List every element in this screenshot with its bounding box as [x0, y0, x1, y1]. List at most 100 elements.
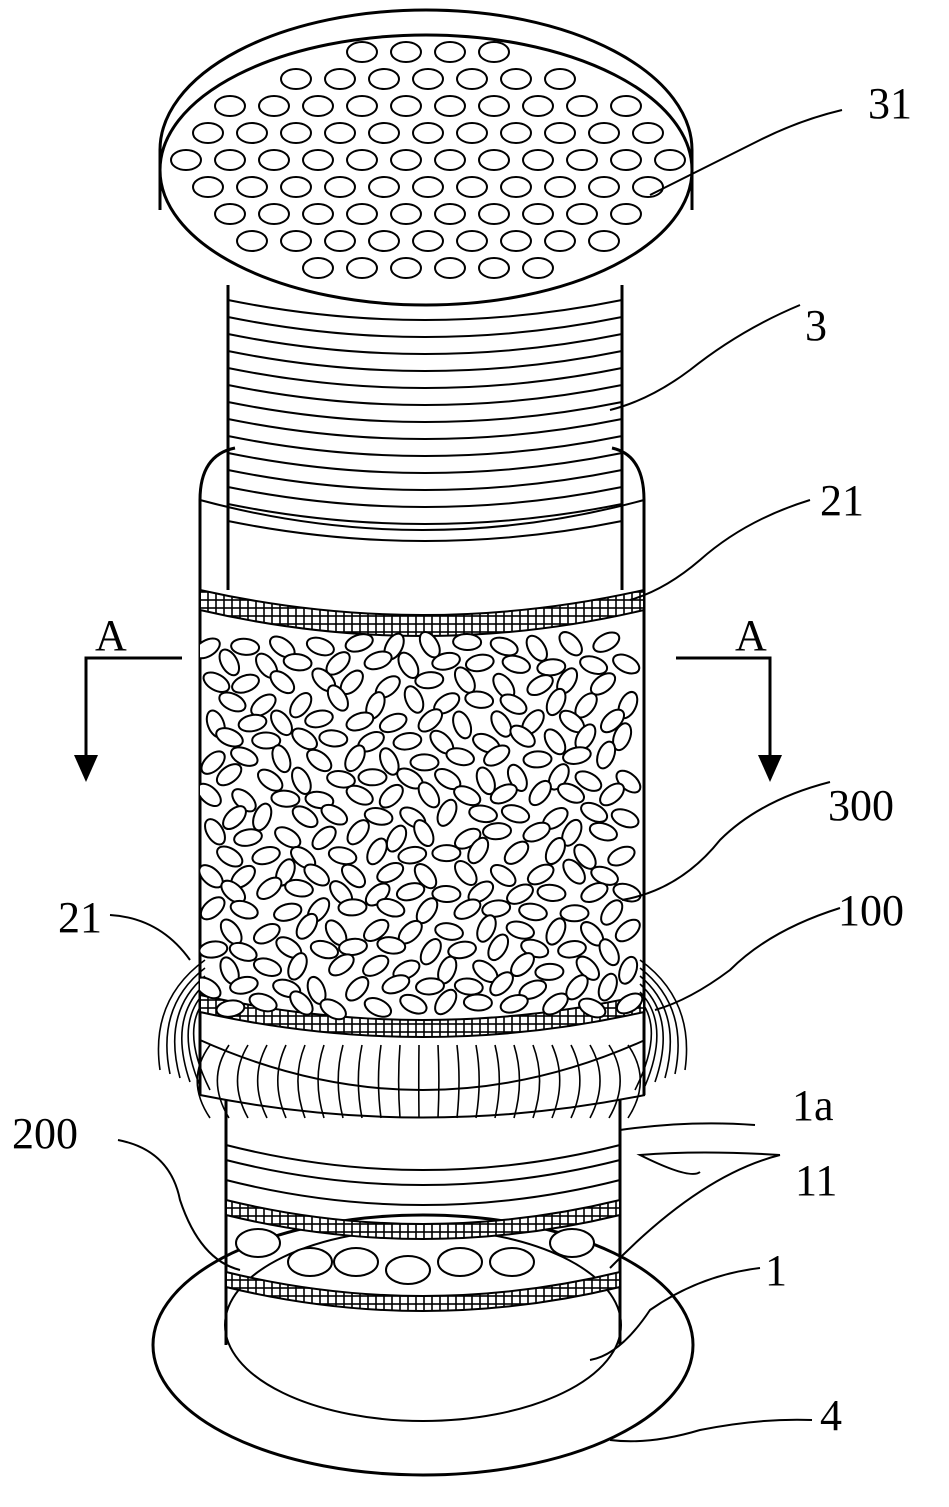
oval-hole [318, 729, 349, 748]
bottom-hole [437, 1247, 483, 1277]
oval-hole [218, 648, 241, 677]
oval-hole [505, 920, 535, 940]
base-plate [151, 1213, 695, 1477]
oval-hole [363, 918, 390, 942]
oval-hole [403, 685, 425, 714]
oval-hole [578, 997, 607, 1019]
oval-hole [328, 953, 355, 977]
perforation-hole [324, 176, 356, 198]
oval-hole [270, 709, 293, 737]
oval-hole [615, 992, 644, 1015]
fringe-strand [608, 1044, 621, 1119]
oval-hole [614, 918, 641, 943]
oval-hole [362, 954, 390, 977]
perforation-hole [500, 122, 532, 144]
oval-hole [562, 858, 586, 885]
perforation-hole [434, 203, 466, 225]
label-4: 4 [820, 1391, 842, 1440]
perforation-hole [390, 257, 422, 279]
oval-hole [464, 653, 495, 673]
top-plate-holes [170, 41, 686, 279]
oval-hole [414, 671, 445, 690]
section-arrow-left [74, 656, 182, 782]
fringe-strand [532, 1044, 541, 1119]
oval-hole [282, 653, 313, 672]
fringe-curl-right [639, 983, 664, 1083]
perforation-hole [390, 41, 422, 63]
perforation-hole [610, 149, 642, 171]
perforation-hole [522, 257, 554, 279]
oval-hole [287, 952, 308, 981]
perforation-hole [214, 203, 246, 225]
oval-hole [381, 974, 411, 995]
perforation-hole [478, 203, 510, 225]
label-21-top: 21 [820, 476, 864, 525]
oval-hole [337, 898, 368, 917]
perforation-hole [258, 149, 290, 171]
oval-hole [269, 670, 296, 695]
fringe-curl-left [157, 959, 206, 1071]
oval-hole [534, 962, 565, 981]
oval-hole [499, 693, 528, 715]
bottom-hole [333, 1247, 379, 1277]
oval-hole [378, 712, 408, 734]
perforation-hole [588, 122, 620, 144]
oval-hole [574, 770, 603, 792]
oval-hole [562, 746, 592, 765]
perforation-hole [302, 95, 334, 117]
perforation-hole [302, 203, 334, 225]
label-11: 11 [795, 1156, 837, 1205]
oval-hole [305, 636, 335, 657]
oval-hole [237, 713, 268, 733]
oval-hole [326, 770, 356, 789]
perforation-hole [588, 176, 620, 198]
oval-hole [200, 782, 222, 807]
oval-hole [467, 836, 490, 865]
oval-hole [289, 692, 313, 719]
oval-hole [397, 651, 420, 679]
fringe-strand [317, 1044, 325, 1119]
oval-hole [229, 899, 259, 920]
oval-hole [229, 975, 259, 995]
bottom-holes-row [235, 1228, 595, 1285]
oval-hole [252, 957, 283, 977]
perforation-hole [544, 230, 576, 252]
perforation-hole [390, 203, 422, 225]
oval-hole [378, 783, 404, 809]
fringe-strand [297, 1044, 306, 1119]
fringe-skirt [157, 959, 688, 1119]
upper-tube [226, 285, 624, 590]
oval-hole [291, 727, 318, 751]
oval-hole [284, 878, 314, 898]
oval-hole [509, 724, 536, 748]
oval-hole [363, 997, 393, 1018]
fringe-strand [377, 1044, 382, 1119]
fringe-strand [437, 1044, 440, 1119]
perforation-hole [412, 176, 444, 198]
oval-hole [204, 818, 226, 846]
fringe-strand [397, 1044, 401, 1119]
oval-hole [326, 684, 349, 712]
oval-hole [395, 882, 426, 902]
perforation-hole [280, 176, 312, 198]
oval-hole [363, 807, 394, 826]
thread-line [227, 520, 623, 542]
thread-line [227, 469, 623, 491]
oval-hole [419, 938, 442, 966]
perforation-hole [522, 95, 554, 117]
oval-hole [357, 768, 388, 787]
fringe-strand [277, 1044, 287, 1119]
oval-hole [202, 671, 231, 693]
oval-hole [273, 902, 303, 922]
label-1: 1 [765, 1246, 787, 1295]
fringe-curl-right [639, 991, 658, 1087]
oval-hole [454, 860, 478, 886]
oval-hole [598, 938, 620, 967]
perforation-hole [610, 95, 642, 117]
perforation-hole [192, 176, 224, 198]
oval-hole [431, 844, 462, 863]
thread-line [227, 384, 623, 406]
oval-hole [536, 658, 567, 677]
oval-hole [200, 637, 221, 660]
